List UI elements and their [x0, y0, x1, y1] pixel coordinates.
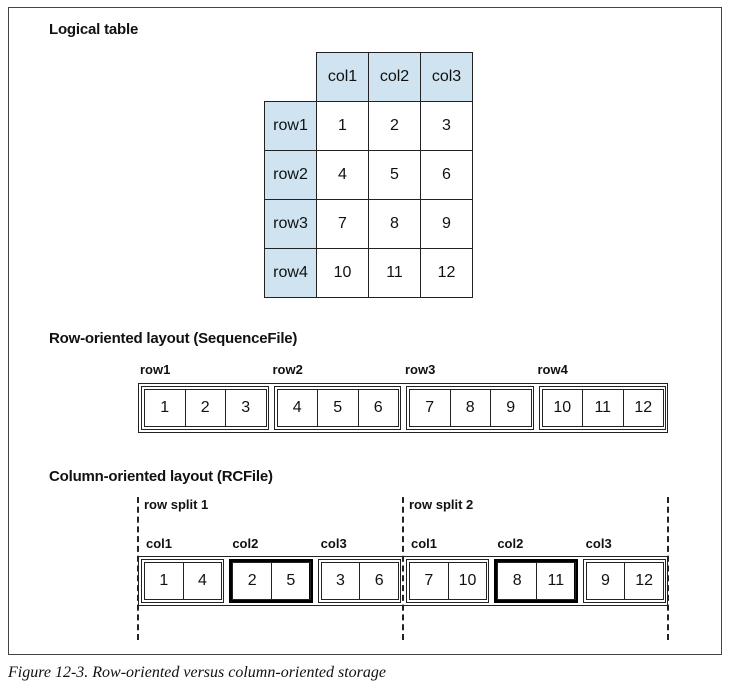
column-layout-heading: Column-oriented layout (RCFile): [49, 468, 273, 485]
column-label-col3: col3: [320, 536, 347, 551]
row-value-cell: 5: [317, 389, 359, 427]
column-value-cell: 1: [144, 562, 184, 600]
row-header-row1: row1: [264, 101, 317, 151]
row-label-row4: row4: [537, 362, 568, 377]
split-boundary-line: [402, 497, 404, 640]
column-value-cell: 11: [536, 562, 576, 600]
row-label-row3: row3: [405, 362, 436, 377]
column-value-cell: 4: [182, 562, 223, 600]
row-header-row4: row4: [264, 248, 317, 298]
table-cell: 11: [368, 248, 421, 298]
row-group-box: [538, 386, 666, 430]
column-header-col2: col2: [368, 52, 421, 102]
column-value-cell: 3: [320, 562, 361, 600]
column-value-cell: 10: [447, 562, 488, 600]
column-value-cell: 7: [409, 562, 449, 600]
row-value-cell: 3: [225, 389, 267, 427]
column-label-col2: col2: [232, 536, 259, 551]
row-group-box: [406, 386, 534, 430]
column-value-cell: 6: [359, 562, 399, 600]
row-split-label: row split 2: [409, 497, 474, 512]
table-cell: 7: [316, 199, 369, 249]
row-value-cell: 7: [409, 389, 451, 427]
column-group-box: [406, 559, 490, 603]
column-label-col2: col2: [497, 536, 524, 551]
row-value-cell: 9: [490, 389, 532, 427]
table-cell: 1: [316, 101, 369, 151]
table-cell: 3: [420, 101, 473, 151]
row-value-cell: 2: [184, 389, 226, 427]
row-value-cell: 12: [622, 389, 664, 427]
row-header-row3: row3: [264, 199, 317, 249]
row-label-row2: row2: [272, 362, 303, 377]
row-value-cell: 6: [357, 389, 399, 427]
row-group-box: [273, 386, 401, 430]
row-value-cell: 4: [276, 389, 318, 427]
split-boundary-line: [667, 497, 669, 640]
figure-caption: Figure 12-3. Row-oriented versus column-…: [8, 664, 387, 681]
column-label-col1: col1: [411, 536, 438, 551]
table-cell: 5: [368, 150, 421, 200]
column-group-box: [582, 559, 666, 603]
column-value-cell: 12: [624, 562, 664, 600]
row-value-cell: 8: [449, 389, 491, 427]
row-value-cell: 1: [144, 389, 186, 427]
column-label-col1: col1: [146, 536, 173, 551]
table-cell: 9: [420, 199, 473, 249]
column-header-col3: col3: [420, 52, 473, 102]
column-value-cell: 8: [497, 562, 537, 600]
table-cell: 12: [420, 248, 473, 298]
table-cell: 10: [316, 248, 369, 298]
table-cell: 2: [368, 101, 421, 151]
column-value-cell: 5: [271, 562, 311, 600]
row-layout-heading: Row-oriented layout (SequenceFile): [49, 330, 298, 347]
split-boundary-line: [137, 497, 139, 640]
figure-frame: [8, 7, 722, 655]
column-value-cell: 2: [232, 562, 272, 600]
row-value-cell: 10: [541, 389, 583, 427]
table-cell: 4: [316, 150, 369, 200]
column-value-cell: 9: [585, 562, 626, 600]
table-cell: 8: [368, 199, 421, 249]
row-header-row2: row2: [264, 150, 317, 200]
column-group-box: [317, 559, 401, 603]
table-cell: 6: [420, 150, 473, 200]
column-label-col3: col3: [585, 536, 612, 551]
column-group-box: [141, 559, 225, 603]
row-split-label: row split 1: [144, 497, 209, 512]
row-value-cell: 11: [582, 389, 624, 427]
row-label-row1: row1: [140, 362, 171, 377]
row-layout-outer-box: [138, 383, 668, 433]
logical-table-heading: Logical table: [49, 21, 139, 38]
row-group-box: [141, 386, 269, 430]
column-header-col1: col1: [316, 52, 369, 102]
